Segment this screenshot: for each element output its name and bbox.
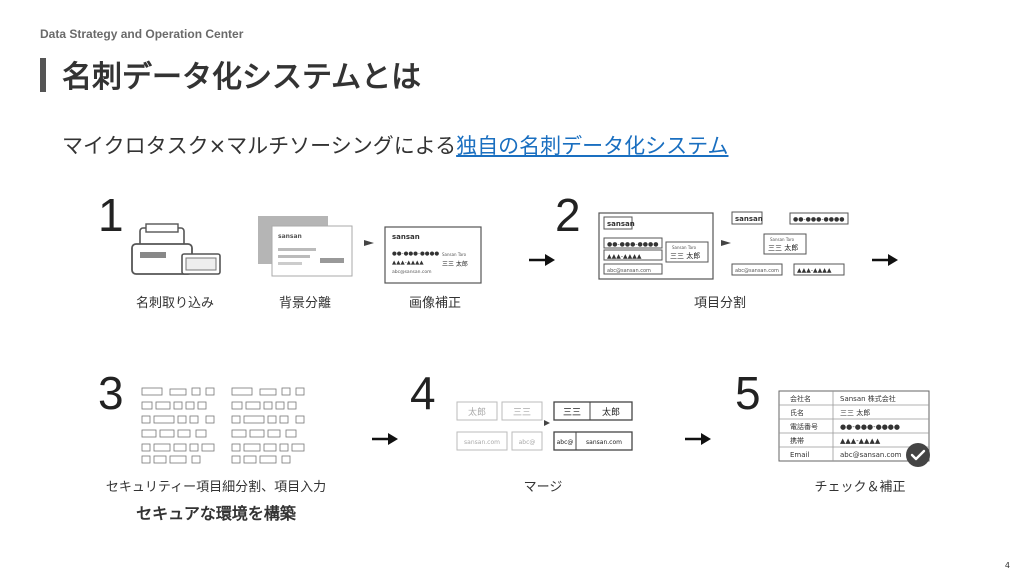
table-key-name: 氏名 <box>790 408 804 417</box>
step-label-field-split: 項目分割 <box>693 296 746 311</box>
result-table: 会社名 Sansan 株式会社 氏名 三三 太郎 電話番号 ●●-●●●-●●●… <box>778 390 930 462</box>
micro-task-block-left <box>141 387 215 464</box>
table-value-company: Sansan 株式会社 <box>840 394 896 403</box>
card-brand-small: sansan <box>278 233 302 240</box>
arrow-right-icon <box>872 254 898 266</box>
card2-name: 三三 太郎 <box>670 251 700 260</box>
arrow-right-icon <box>372 433 398 445</box>
step-label-merge: マージ <box>523 480 563 495</box>
card-name: 三三 太郎 <box>442 260 468 268</box>
faded-local-part: abc@ <box>519 439 536 446</box>
step-label-background-separation: 背景分離 <box>278 296 331 311</box>
card2-brand: sansan <box>607 220 635 228</box>
merge-graphic: 太郎 三三 sansan.com abc@ 三三 太郎 abc@ sansan.… <box>456 400 636 460</box>
table-value-email: abc@sansan.com <box>840 451 902 459</box>
table-key-mobile: 携帯 <box>790 436 804 445</box>
card-name-en: Sansan Taro <box>442 252 467 257</box>
step-number-5: 5 <box>735 367 761 419</box>
card-brand: sansan <box>392 233 420 241</box>
merged-domain: sansan.com <box>586 439 622 446</box>
faded-given-name: 三三 <box>513 408 531 418</box>
step-label-secure-input: セキュリティー項目細分割、項目入力 <box>105 480 327 495</box>
faded-domain: sansan.com <box>464 439 500 446</box>
small-arrow-icon <box>364 240 374 246</box>
page-number: 4 <box>1004 561 1010 570</box>
table-key-company: 会社名 <box>790 394 811 403</box>
arrow-right-icon <box>529 254 555 266</box>
merged-given-name: 太郎 <box>602 406 620 418</box>
merge-boxes: 太郎 三三 sansan.com abc@ 三三 太郎 abc@ sansan.… <box>456 401 633 451</box>
field-fax: ▲▲▲-▲▲▲▲ <box>797 267 832 274</box>
card2-phone: ●●-●●●-●●●● <box>607 241 658 248</box>
org-name: Data Strategy and Operation Center <box>40 27 244 41</box>
field-name: 三三 太郎 <box>768 243 798 252</box>
micro-task-fields-grid <box>141 387 305 464</box>
page-title: 名刺データ化システムとは <box>62 60 422 95</box>
subtitle: マイクロタスク×マルチソーシングによる独自の名刺データ化システム <box>62 130 729 160</box>
background-separation-graphic: sansan <box>258 216 353 277</box>
image-corrected-card: sansan ●●-●●●-●●●● ▲▲▲-▲▲▲▲ abc@sansan.c… <box>384 226 482 284</box>
micro-task-block-right <box>231 387 305 464</box>
step-label-check-correct: チェック＆補正 <box>814 480 906 495</box>
card2-email: abc@sansan.com <box>607 268 651 274</box>
subtitle-plain: マイクロタスク×マルチソーシングによる <box>62 134 457 158</box>
check-circle-icon <box>906 443 930 467</box>
step-number-4: 4 <box>410 367 436 419</box>
faded-surname: 太郎 <box>468 406 486 418</box>
step-label-scan: 名刺取り込み <box>135 296 214 311</box>
small-arrow-icon <box>721 240 731 246</box>
card2-fax: ▲▲▲-▲▲▲▲ <box>607 253 642 260</box>
table-key-phone: 電話番号 <box>790 422 818 431</box>
card-fax: ▲▲▲-▲▲▲▲ <box>392 260 424 266</box>
subtitle-highlight-link[interactable]: 独自の名刺データ化システム <box>456 134 729 158</box>
merged-local-part: abc@ <box>557 439 574 446</box>
secure-environment-note: セキュアな環境を構築 <box>136 504 296 523</box>
card-email: abc@sansan.com <box>392 269 432 275</box>
table-value-name: 三三 太郎 <box>840 408 870 417</box>
title-accent-bar <box>40 58 46 92</box>
merged-surname: 三三 <box>563 408 581 418</box>
step-number-2: 2 <box>555 189 581 241</box>
table-value-mobile: ▲▲▲-▲▲▲▲ <box>840 437 881 445</box>
scanner-icon <box>131 223 221 275</box>
step-number-1: 1 <box>98 189 124 241</box>
field-email: abc@sansan.com <box>735 268 779 274</box>
card2-name-en: Sansan Taro <box>672 245 697 250</box>
step-label-image-correction: 画像補正 <box>408 296 461 311</box>
split-fields-group: sansan ●●-●●●-●●●● Sansan Taro 三三 太郎 abc… <box>731 211 849 276</box>
step-number-3: 3 <box>98 367 124 419</box>
field-brand: sansan <box>735 215 763 223</box>
arrow-right-icon <box>685 433 711 445</box>
field-phone: ●●-●●●-●●●● <box>793 216 844 223</box>
field-split-card: sansan ●●-●●●-●●●● ▲▲▲-▲▲▲▲ abc@sansan.c… <box>598 212 714 280</box>
table-key-email: Email <box>790 451 809 459</box>
card-phone: ●●-●●●-●●●● <box>392 251 439 257</box>
field-name-en: Sansan Taro <box>770 237 795 242</box>
table-value-phone: ●●-●●●-●●●● <box>840 423 900 431</box>
